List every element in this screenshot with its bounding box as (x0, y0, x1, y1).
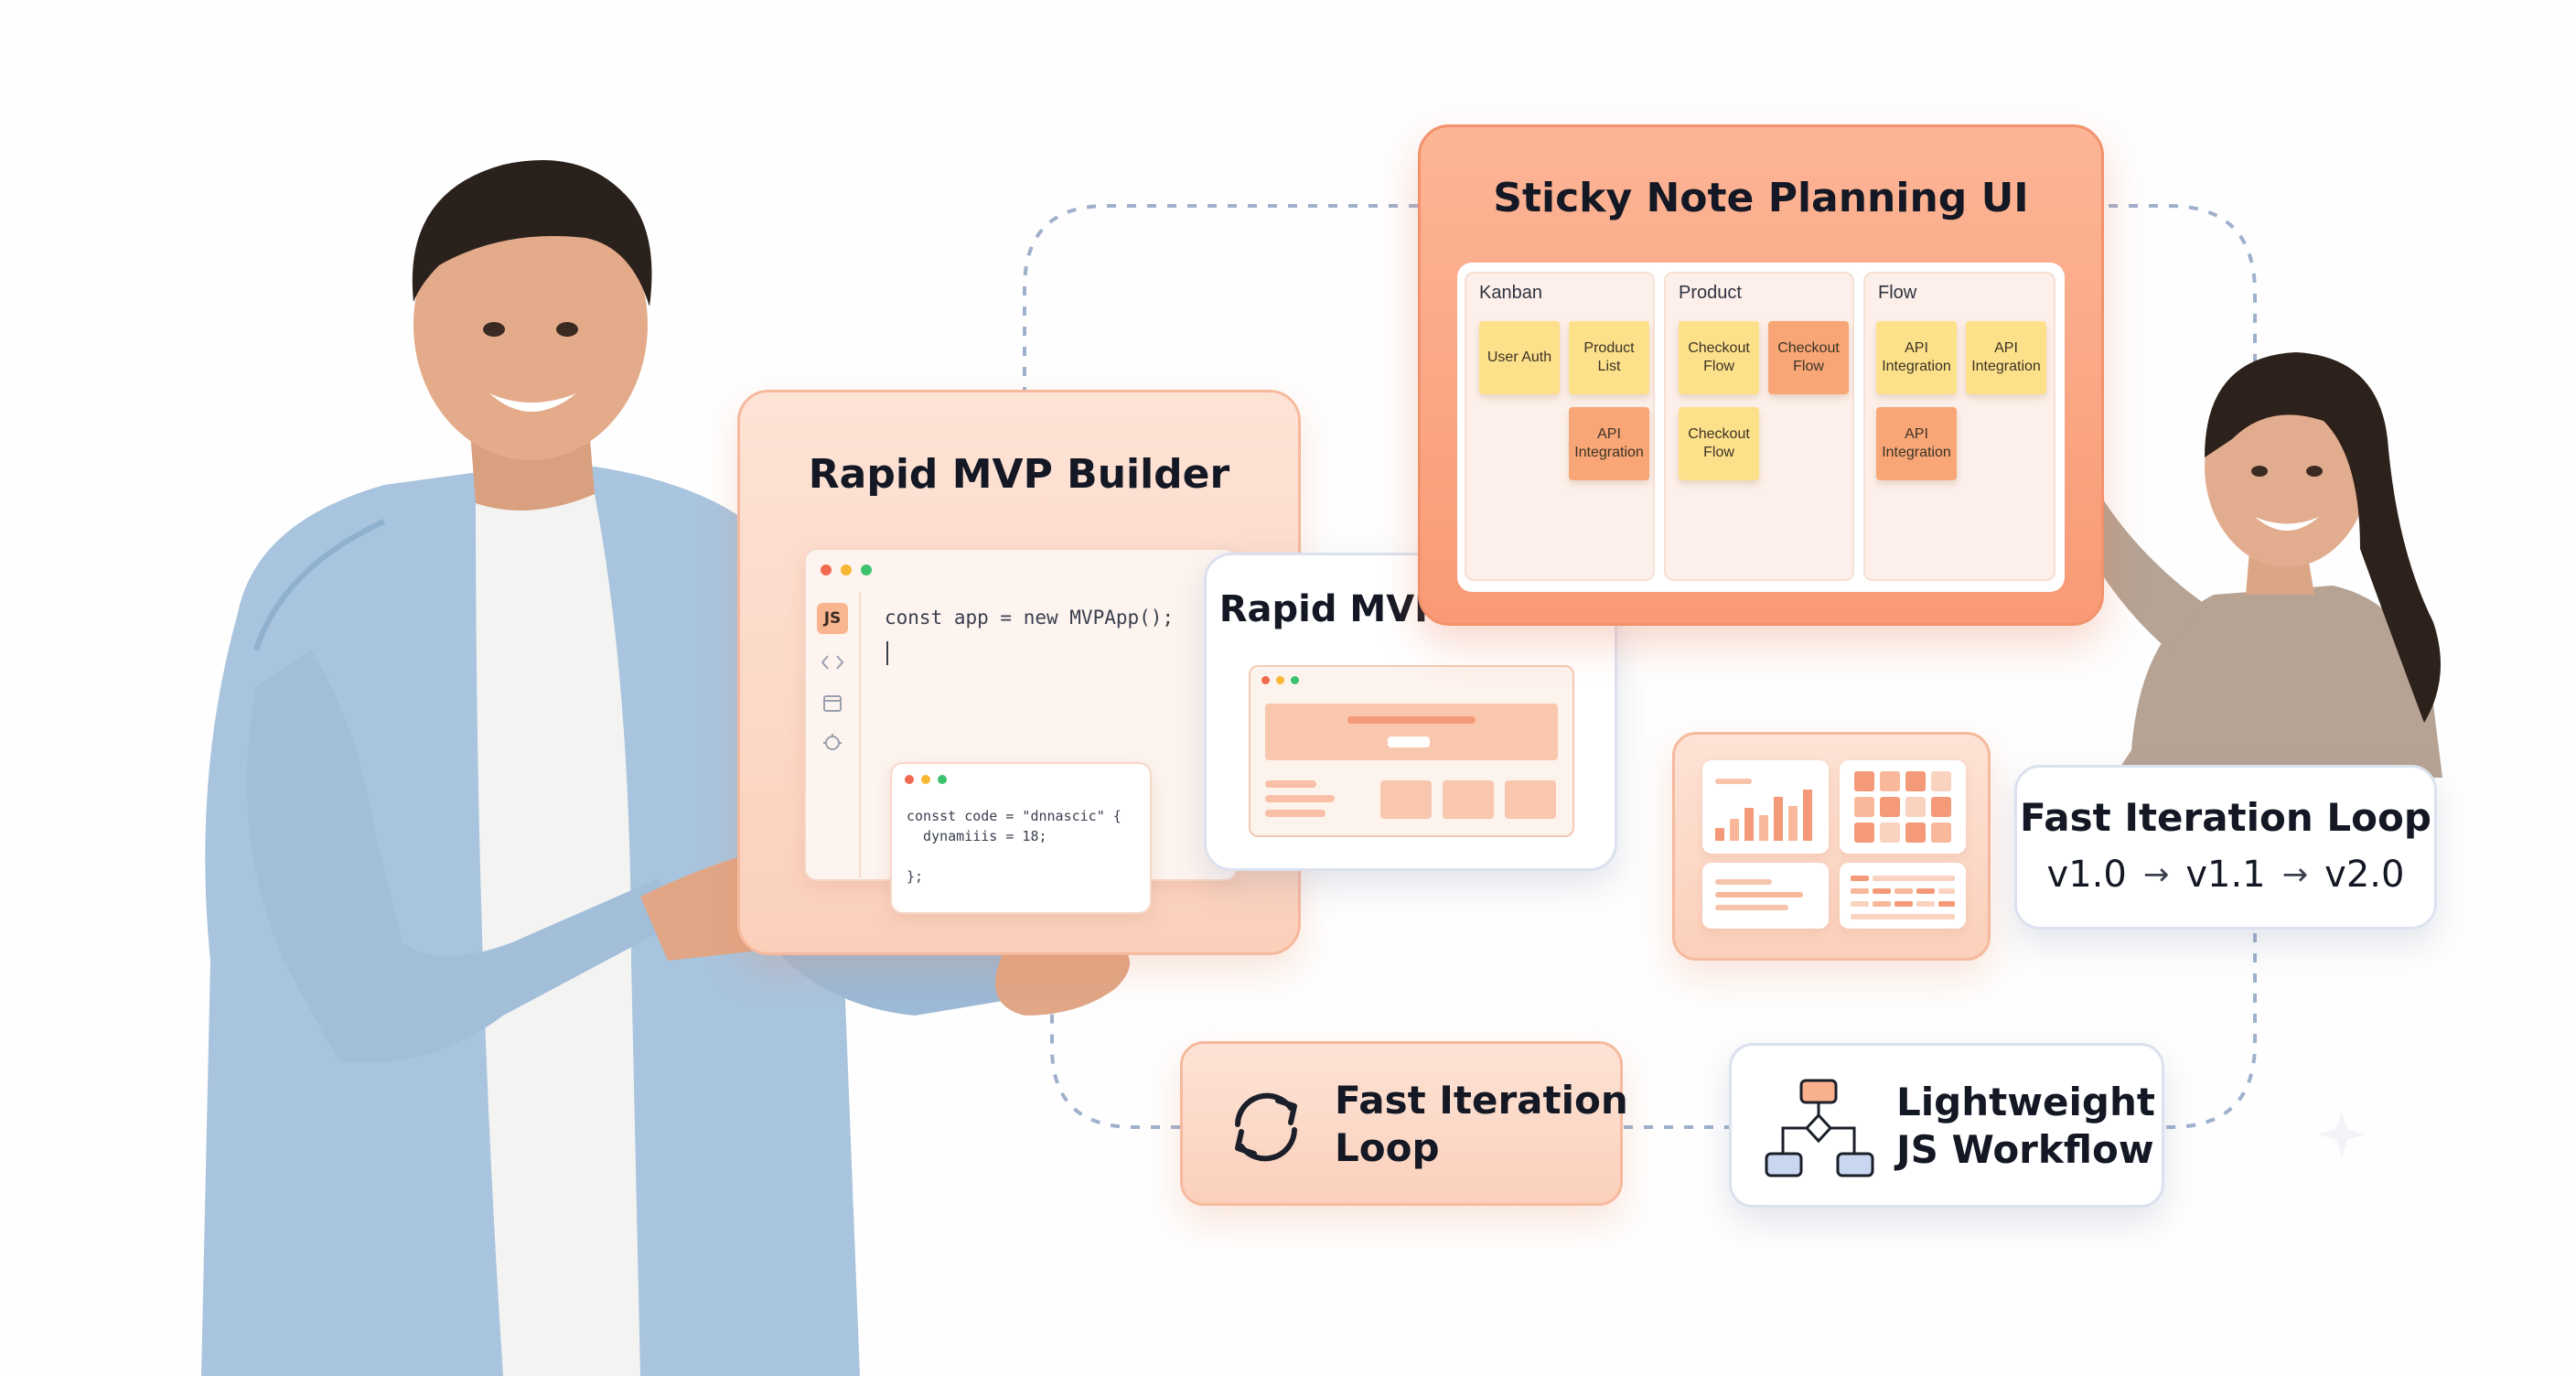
flow-column: Flow API Integration API Integration API… (1863, 272, 2055, 581)
table-tile (1840, 863, 1966, 929)
wireframe-close-dot (1261, 676, 1270, 684)
dashboard-preview-card (1672, 732, 1991, 961)
wireframe-tile (1443, 780, 1494, 819)
column-title-kanban: Kanban (1479, 283, 1542, 303)
snippet-line-3: }; (907, 868, 924, 885)
version-label: v1.0 (2046, 854, 2127, 896)
wireframe-text-line (1265, 810, 1326, 817)
window-controls (821, 564, 872, 575)
code-brackets-icon[interactable] (819, 649, 846, 676)
column-title-flow: Flow (1878, 283, 1917, 303)
fast-iteration-loop-line-1: Fast Iteration (1335, 1078, 1628, 1123)
wireframe-window-controls (1261, 676, 1299, 684)
rapid-mvp-builder-panel: Rapid MVP Builder JS const app = new MVP… (737, 390, 1301, 955)
sticky-note[interactable]: API Integration (1966, 321, 2046, 394)
sticky-note[interactable]: Checkout Flow (1679, 321, 1759, 394)
sticky-note[interactable]: Checkout Flow (1768, 321, 1849, 394)
wireframe-heading-bar (1347, 716, 1476, 724)
wireframe-text-line (1265, 795, 1335, 802)
wireframe-maximize-dot (1291, 676, 1299, 684)
code-line[interactable]: const app = new MVPApp(); (885, 607, 1175, 629)
column-title-product: Product (1679, 283, 1742, 303)
lightweight-js-workflow-card: Lightweight JS Workflow (1729, 1043, 2164, 1208)
snippet-line-1: consst code = "dnnascic" { (907, 808, 1122, 824)
grid-icon (1854, 771, 1951, 843)
table-icon (1851, 876, 1955, 919)
version-label: v1.1 (2185, 854, 2266, 896)
text-lines-icon (1715, 879, 1803, 910)
js-file-badge[interactable]: JS (817, 603, 848, 634)
wireframe-tile (1505, 780, 1556, 819)
snippet-close-dot[interactable] (905, 775, 914, 784)
sticky-note[interactable]: API Integration (1569, 407, 1649, 480)
version-label: v2.0 (2324, 854, 2405, 896)
fast-iteration-version-card: Fast Iteration Loop v1.0 → v1.1 → v2.0 (2014, 765, 2437, 930)
kanban-column: Kanban User Auth Product List API Integr… (1465, 272, 1655, 581)
sticky-note[interactable]: User Auth (1479, 321, 1560, 394)
fast-iteration-loop-card: Fast Iteration Loop (1180, 1041, 1628, 1206)
sticky-note-planning-panel: Sticky Note Planning UI Kanban User Auth… (1418, 124, 2104, 626)
wireframe-text-line (1265, 780, 1316, 788)
snippet-minimize-dot[interactable] (921, 775, 930, 784)
sticky-note[interactable]: API Integration (1876, 321, 1957, 394)
lightweight-js-workflow-line-1: Lightweight (1896, 1080, 2155, 1124)
debug-icon[interactable] (819, 729, 846, 757)
fast-iteration-loop-line-2: Loop (1335, 1125, 1440, 1170)
version-sequence: v1.0 → v1.1 → v2.0 (2017, 854, 2434, 896)
fast-iteration-version-title: Fast Iteration Loop (2020, 795, 2431, 840)
sparkle-icon (2314, 1107, 2369, 1162)
arrow-right-icon: → (2142, 856, 2170, 893)
rapid-mvp-builder-title: Rapid MVP Builder (808, 451, 1230, 498)
code-snippet-window: consst code = "dnnascic" { dynamiiis = 1… (890, 762, 1152, 914)
close-dot[interactable] (821, 564, 832, 575)
snippet-window-controls (905, 775, 947, 784)
wireframe-button (1388, 736, 1430, 747)
wireframe-minimize-dot (1276, 676, 1284, 684)
sticky-note[interactable]: Product List (1569, 321, 1649, 394)
editor-side-rail (806, 592, 861, 877)
product-column: Product Checkout Flow Checkout Flow Chec… (1664, 272, 1854, 581)
sticky-note[interactable]: Checkout Flow (1679, 407, 1759, 480)
sticky-note[interactable]: API Integration (1876, 407, 1957, 480)
minimize-dot[interactable] (841, 564, 852, 575)
snippet-line-2: dynamiiis = 18; (907, 828, 1047, 844)
snippet-maximize-dot[interactable] (938, 775, 947, 784)
lightweight-js-workflow-line-2: JS Workflow (1896, 1127, 2154, 1172)
calendar-icon[interactable] (819, 689, 846, 716)
bar-chart-icon (1715, 779, 1812, 841)
workflow-diagram-icon (1763, 1077, 1876, 1183)
grid-tile (1840, 760, 1966, 854)
maximize-dot[interactable] (861, 564, 872, 575)
arrow-right-icon: → (2281, 856, 2309, 893)
sticky-note-planning-title: Sticky Note Planning UI (1493, 175, 2029, 221)
refresh-cycle-icon (1221, 1082, 1311, 1172)
wireframe-preview (1249, 665, 1574, 837)
man-presenting-illustration (201, 137, 1153, 1376)
kanban-board: Kanban User Auth Product List API Integr… (1457, 263, 2065, 592)
wireframe-hero-block (1265, 704, 1558, 760)
text-lines-tile (1702, 863, 1829, 929)
wireframe-tile (1380, 780, 1432, 819)
text-cursor (886, 641, 888, 665)
bar-chart-tile (1702, 760, 1829, 854)
